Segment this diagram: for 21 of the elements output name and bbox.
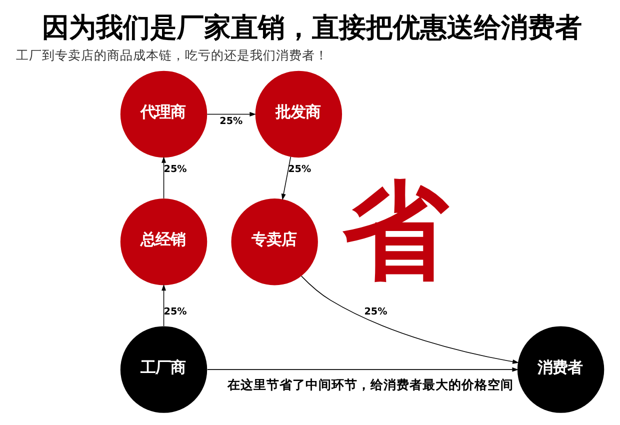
diagram-title: 因为我们是厂家直销，直接把优惠送给消费者 [42, 12, 582, 44]
edge-label: 25% [164, 306, 187, 318]
label: 工厂到专卖店的商品成本链，吃亏的还是我们消费者！ [16, 48, 328, 63]
label: 省 [342, 169, 449, 292]
edge-label: 25% [364, 306, 388, 318]
arrow [162, 284, 166, 326]
node-circle: 工厂商 [120, 326, 208, 413]
node-circle: 代理商 [120, 70, 208, 158]
edge-label: 在这里节省了中间环节，给消费者最大的价格空间 [227, 377, 514, 392]
arrow [206, 112, 256, 116]
arrow [162, 156, 166, 199]
node-circle: 批发商 [255, 70, 342, 158]
arrow [281, 156, 292, 200]
node-circle: 消费者 [517, 326, 604, 413]
edge-label: 25% [288, 164, 312, 176]
edge-label: 25% [164, 164, 187, 176]
arrow [207, 367, 519, 372]
node-circle: 专卖店 [231, 198, 318, 286]
arrow [301, 276, 519, 364]
edge-label: 25% [220, 116, 243, 127]
node-circle: 总经销 [120, 198, 208, 286]
